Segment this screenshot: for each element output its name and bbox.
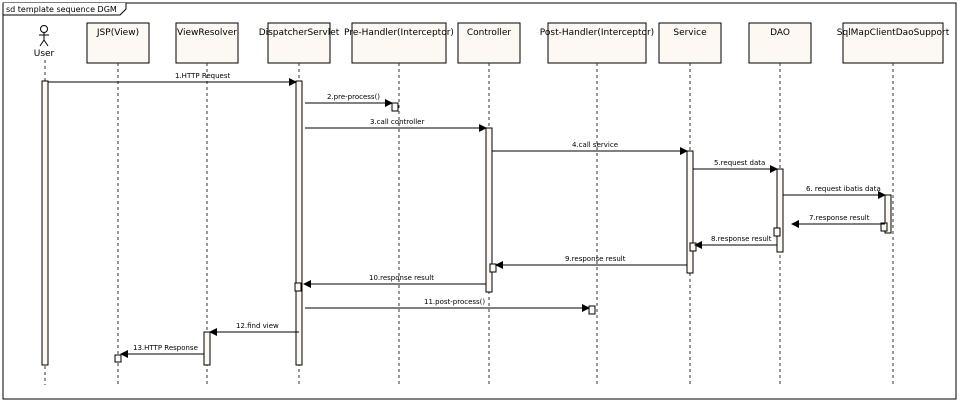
participant-label: DAO (770, 28, 790, 38)
message-label: 13.HTTP Response (133, 344, 198, 352)
participant-box (351, 22, 447, 64)
participant-box (267, 22, 331, 64)
participant-5: Controller (457, 22, 521, 64)
participant-3: DispatcherServlet (259, 22, 340, 64)
message-label: 12.find view (236, 322, 279, 330)
message-1: 1.HTTP Request (48, 72, 297, 86)
participant-box (547, 22, 647, 64)
participant-4: Pre-Handler(Interceptor) (344, 22, 454, 64)
participant-label: SqlMapClientDaoSupport (837, 28, 950, 38)
message-label: 2.pre-process() (327, 93, 380, 101)
message-11: 11.post-process() (305, 298, 590, 312)
message-label: 5.request data (714, 159, 765, 167)
activation-bar (686, 150, 694, 274)
participant-label: DispatcherServlet (259, 28, 340, 38)
participant-box (175, 22, 239, 64)
activation-bar (485, 127, 493, 293)
message-label: 4.call service (572, 141, 618, 149)
activation-bar (41, 80, 49, 366)
message-label: 7.response result (809, 214, 870, 222)
activation-bar (294, 282, 302, 292)
message-3: 3.call controller (305, 118, 487, 132)
activation-bar (689, 242, 697, 252)
message-9: 9.response result (495, 255, 687, 269)
actor-user: User (34, 25, 55, 59)
message-8: 8.response result (694, 235, 777, 249)
message-label: 1.HTTP Request (175, 72, 231, 80)
message-2: 2.pre-process() (305, 93, 393, 107)
participant-label: Post-Handler(Interceptor) (540, 28, 654, 38)
message-7: 7.response result (791, 214, 885, 228)
activation-bar (884, 194, 892, 234)
participant-label: Service (673, 28, 707, 38)
message-label: 10.response result (369, 274, 434, 282)
message-label: 8.response result (711, 235, 772, 243)
activations (41, 80, 892, 366)
participant-box (457, 22, 521, 64)
frame-title: sd template sequence DGM (6, 5, 117, 14)
actor-label: User (34, 49, 55, 59)
participant-box (748, 22, 812, 64)
message-label: 11.post-process() (424, 298, 485, 306)
participant-label: Controller (467, 28, 512, 38)
message-5: 5.request data (693, 159, 778, 173)
message-label: 3.call controller (370, 118, 424, 126)
activation-bar (773, 227, 781, 237)
lifelines (44, 60, 894, 385)
participants: JSP(View) ViewResolver DispatcherServlet Pr… (86, 22, 950, 64)
message-label: 9.response result (565, 255, 626, 263)
activation-bar (588, 305, 596, 315)
activation-bar (880, 222, 888, 232)
message-12: 12.find view (209, 322, 299, 336)
message-6: 6. request ibatis data (783, 185, 886, 199)
participant-2: ViewResolver (175, 22, 239, 64)
participant-box (658, 22, 722, 64)
participant-7: Service (658, 22, 722, 64)
participant-8: DAO (748, 22, 812, 64)
participant-label: JSP(View) (96, 28, 139, 38)
message-4: 4.call service (492, 141, 688, 155)
participant-9: SqlMapClientDaoSupport (837, 22, 950, 64)
messages: 1.HTTP Request 2.pre-process() 3.call cont… (48, 72, 886, 358)
message-13: 13.HTTP Response (120, 344, 204, 358)
participant-label: ViewResolver (177, 28, 237, 38)
participant-label: Pre-Handler(Interceptor) (344, 28, 454, 38)
stick-figure-icon (39, 25, 49, 47)
message-label: 6. request ibatis data (806, 185, 881, 193)
activation-bar (391, 102, 399, 112)
frame-title-tab (2, 3, 127, 16)
activation-bar (776, 168, 784, 253)
activation-bar (295, 80, 303, 366)
participant-1: JSP(View) (86, 22, 150, 64)
message-10: 10.response result (303, 274, 486, 288)
activation-bar (489, 263, 497, 273)
activation-bar (114, 354, 122, 363)
participant-6: Post-Handler(Interceptor) (540, 22, 654, 64)
activation-bar (203, 331, 211, 366)
